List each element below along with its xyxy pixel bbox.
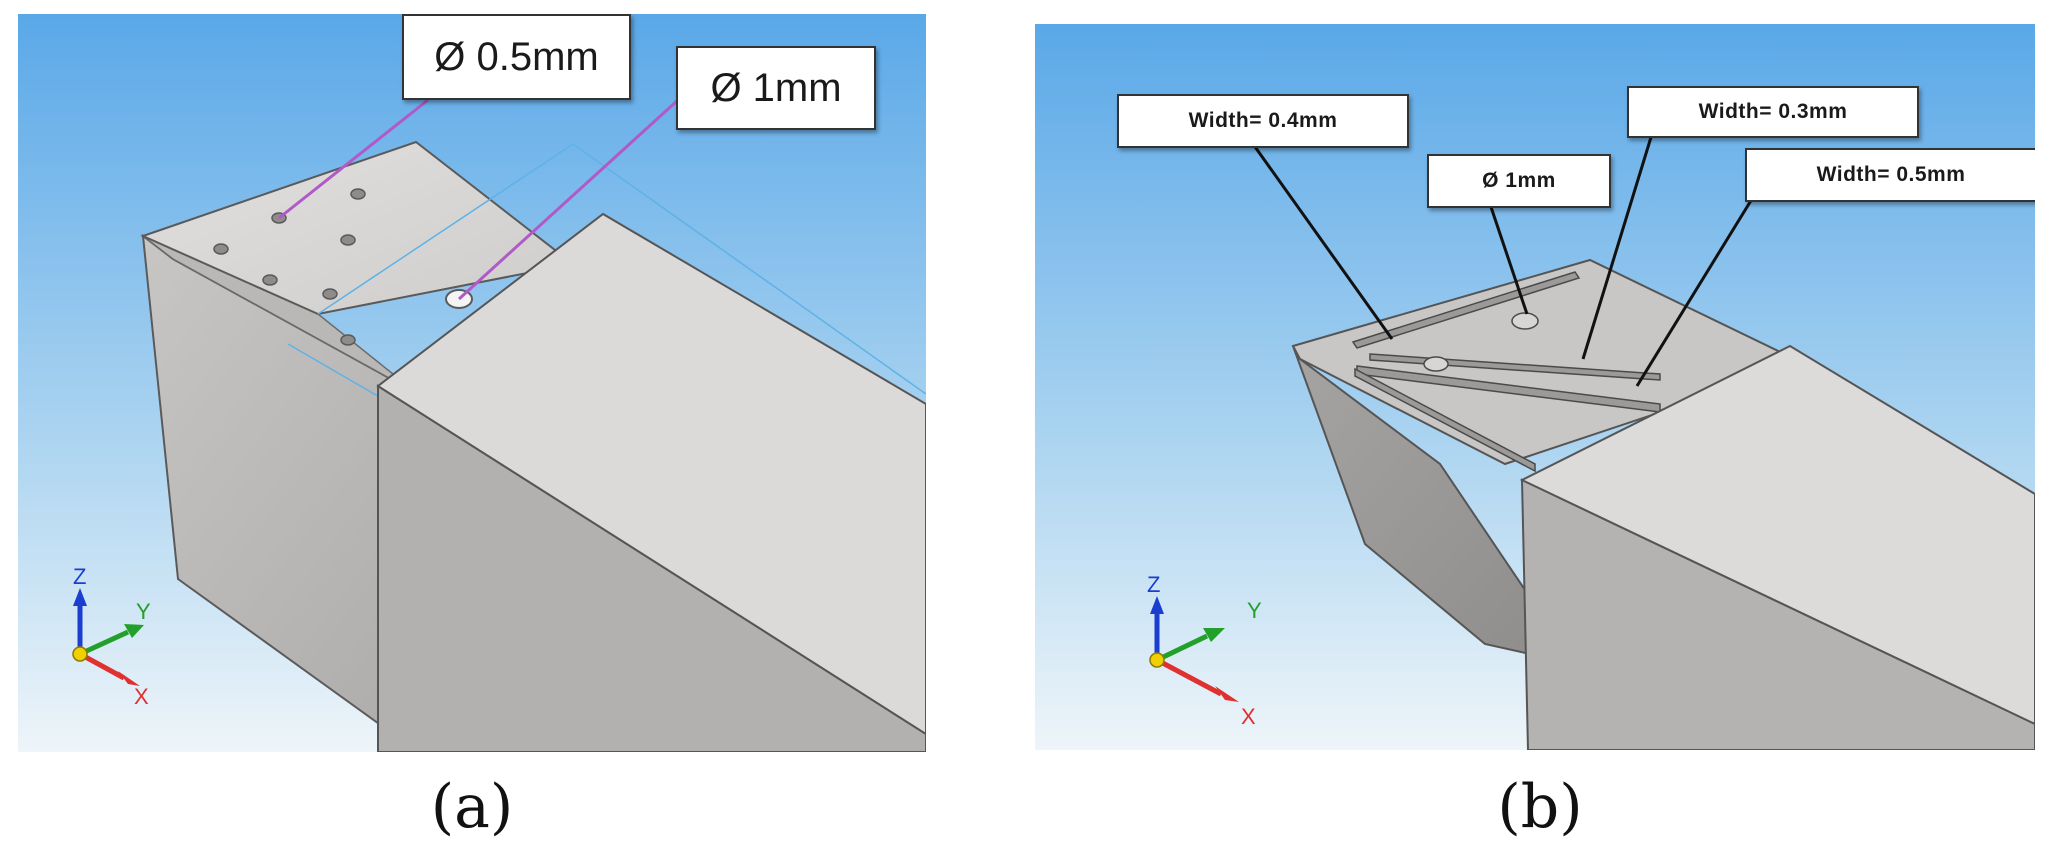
slot-lower-edge	[1354, 367, 1536, 473]
axis-z-label: Z	[73, 564, 86, 589]
label-width-0-5mm: Width= 0.5mm	[1745, 148, 2035, 202]
axis-y-label: Y	[1247, 598, 1262, 623]
leader-lines	[278, 98, 680, 301]
hole-1mm-lower	[1423, 356, 1449, 372]
axis-y-label: Y	[136, 599, 151, 624]
axis-triad: Z Y X	[72, 564, 151, 709]
label-diameter-0-5mm: Ø 0.5mm	[402, 14, 631, 100]
panel-a-cad-view: Z Y X Ø 0.5mm Ø 1mm	[18, 14, 926, 752]
leader-lines	[1251, 133, 1757, 387]
panel-b-drawing: Z Y X	[1035, 24, 2035, 750]
holder-top-face	[1519, 344, 2035, 726]
slots	[1351, 271, 1661, 473]
label-width-0-4mm: Width= 0.4mm	[1117, 94, 1409, 148]
axis-z-label: Z	[1147, 572, 1160, 597]
label-diameter-1mm: Ø 1mm	[1427, 154, 1611, 208]
panel-a-drawing: Z Y X	[18, 14, 926, 752]
holder-top-face	[376, 212, 926, 736]
label-width-0-3mm: Width= 0.3mm	[1627, 86, 1919, 138]
panel-b-cad-view: Z Y X Width= 0.4mm Ø 1mm Width= 0.3mm Wi…	[1035, 24, 2035, 750]
caption-b: (b)	[1497, 772, 1583, 842]
hole-1mm-upper	[1511, 312, 1539, 330]
axis-triad: Z Y X	[1147, 572, 1262, 729]
label-diameter-1mm: Ø 1mm	[676, 46, 876, 130]
axis-x-label: X	[1241, 704, 1256, 729]
caption-a: (a)	[430, 772, 514, 842]
slot-width-0-4mm	[1351, 271, 1581, 349]
axis-x-label: X	[134, 684, 149, 709]
